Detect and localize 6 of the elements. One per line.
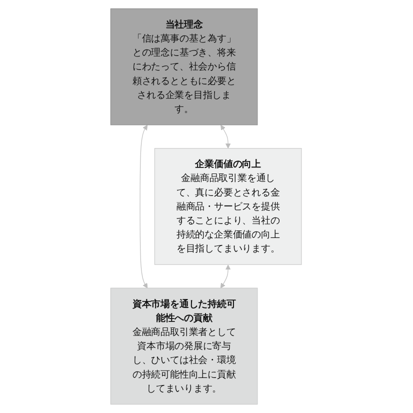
node-box: 当社理念 「信は萬事の基と為す」との理念に基づき、将来にわたって、社会から信頼されるとともに必要とされる企業を目指します。: [110, 8, 258, 126]
node-box: 資本市場を通した持続可能性への貢献 金融商品取引業者として資本市場の発展に寄与し、ひいては社会・環境の持続可能性向上に貢献してまいります。: [110, 288, 258, 405]
arrow: [221, 124, 232, 149]
arrow: [140, 124, 148, 288]
arrow: [220, 264, 232, 288]
node-box: 企業価値の向上 金融商品取引業を通して、真に必要とされる金融商品・サービスを提供することにより、当社の持続的な企業価値の向上を目指してまいります。: [154, 148, 302, 265]
